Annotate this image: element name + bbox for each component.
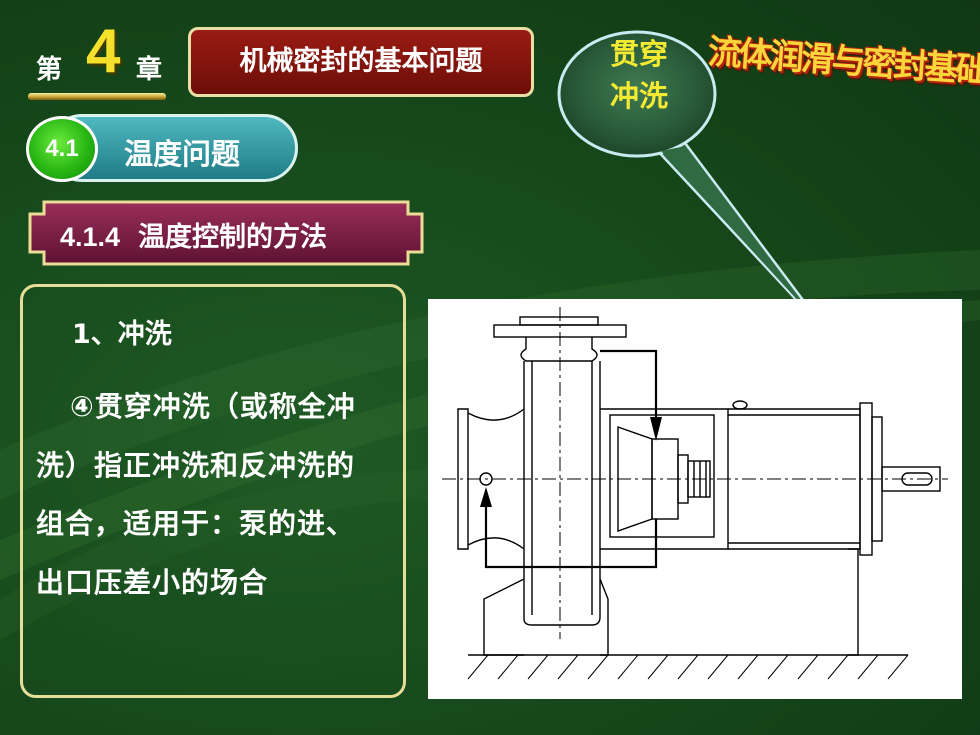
course-logo-text: 流体润滑与密封基础	[706, 31, 980, 92]
chapter-number: 4	[86, 17, 121, 86]
pump-drawing-svg	[442, 307, 948, 680]
callout-line-2: 冲洗	[609, 79, 668, 113]
subsection-number: 4.1.4	[60, 222, 121, 252]
chapter-underline	[28, 93, 166, 100]
subsection-title: 温度控制的方法	[138, 222, 328, 253]
body-text: ④贯穿冲洗（或称全冲洗）指正冲洗和反冲洗的组合，适用于：泵的进、出口压差小的场合	[36, 390, 356, 599]
chapter-label: 第 4 章	[36, 17, 171, 86]
subsection-banner: 4.1.4 温度控制的方法	[28, 200, 424, 266]
chapter-suffix: 章	[136, 55, 163, 85]
pump-drawing	[428, 299, 962, 699]
section-number-badge: 4.1	[26, 116, 98, 182]
course-logo: 流体润滑与密封基础	[707, 24, 980, 98]
callout-bubble-shape	[557, 30, 831, 337]
section-title: 温度问题	[124, 137, 241, 171]
subsection-banner-shape	[28, 200, 424, 266]
chapter-prefix: 第	[36, 55, 63, 85]
item-title: 1、冲洗	[72, 319, 172, 350]
callout-bubble	[555, 18, 980, 338]
callout-text: 贯穿 冲洗	[599, 33, 679, 117]
callout-line-1: 贯穿	[609, 37, 668, 71]
chapter-title: 机械密封的基本问题	[188, 27, 534, 97]
content-box	[20, 284, 406, 698]
